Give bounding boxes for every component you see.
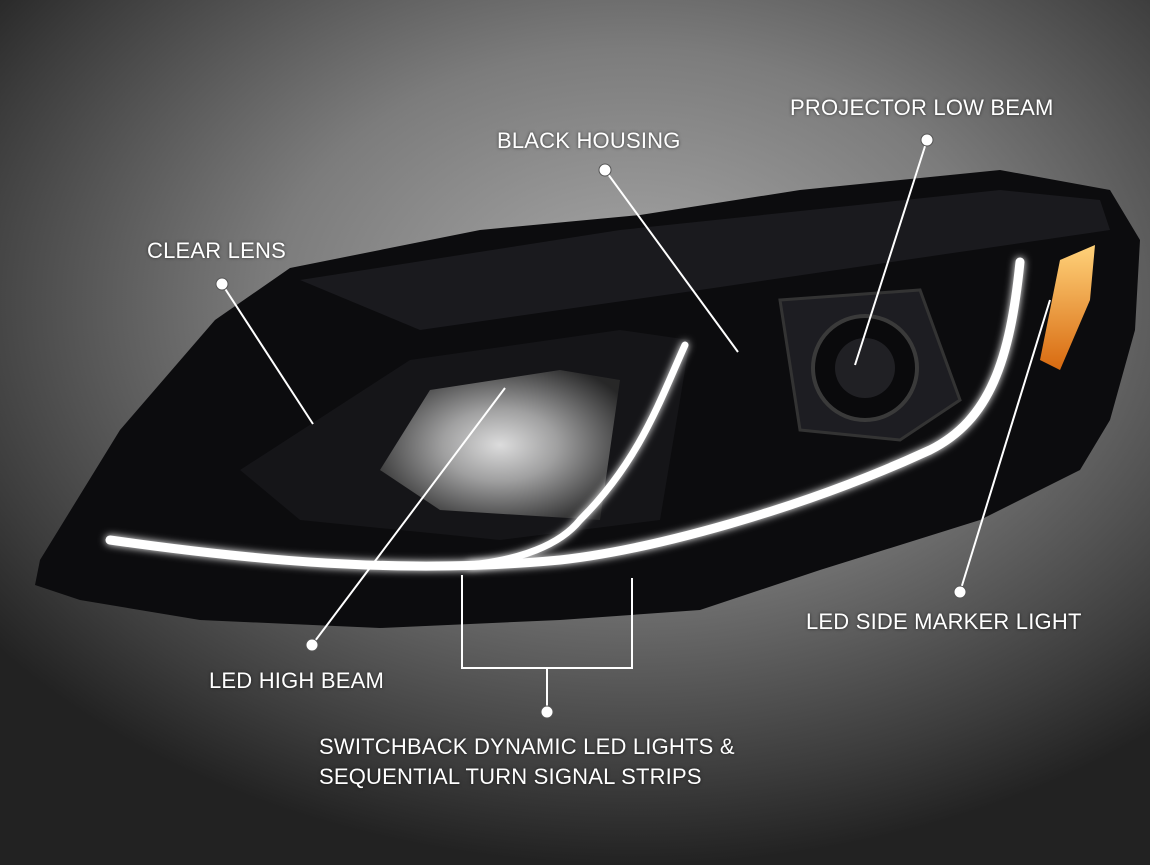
label-clear-lens: CLEAR LENS: [147, 238, 286, 263]
label-switchback-line1: SWITCHBACK DYNAMIC LED LIGHTS &: [319, 734, 735, 759]
label-led-high-beam: LED HIGH BEAM: [209, 668, 384, 693]
label-led-side-marker: LED SIDE MARKER LIGHT: [806, 609, 1082, 634]
callout-dot: [540, 705, 554, 719]
high-beam-reflector: [380, 370, 620, 520]
callout-dot: [215, 277, 229, 291]
label-switchback-line2: SEQUENTIAL TURN SIGNAL STRIPS: [319, 764, 702, 789]
label-projector-low-beam: PROJECTOR LOW BEAM: [790, 95, 1054, 120]
drl-light-strip: [105, 257, 1025, 571]
callout-dot: [920, 133, 934, 147]
callout-dot: [598, 163, 612, 177]
callout-dot: [305, 638, 319, 652]
side-marker-light: [1040, 245, 1095, 370]
label-switchback-strips: SWITCHBACK DYNAMIC LED LIGHTS & SEQUENTI…: [319, 732, 735, 792]
callout-dot: [953, 585, 967, 599]
label-black-housing: BLACK HOUSING: [497, 128, 681, 153]
